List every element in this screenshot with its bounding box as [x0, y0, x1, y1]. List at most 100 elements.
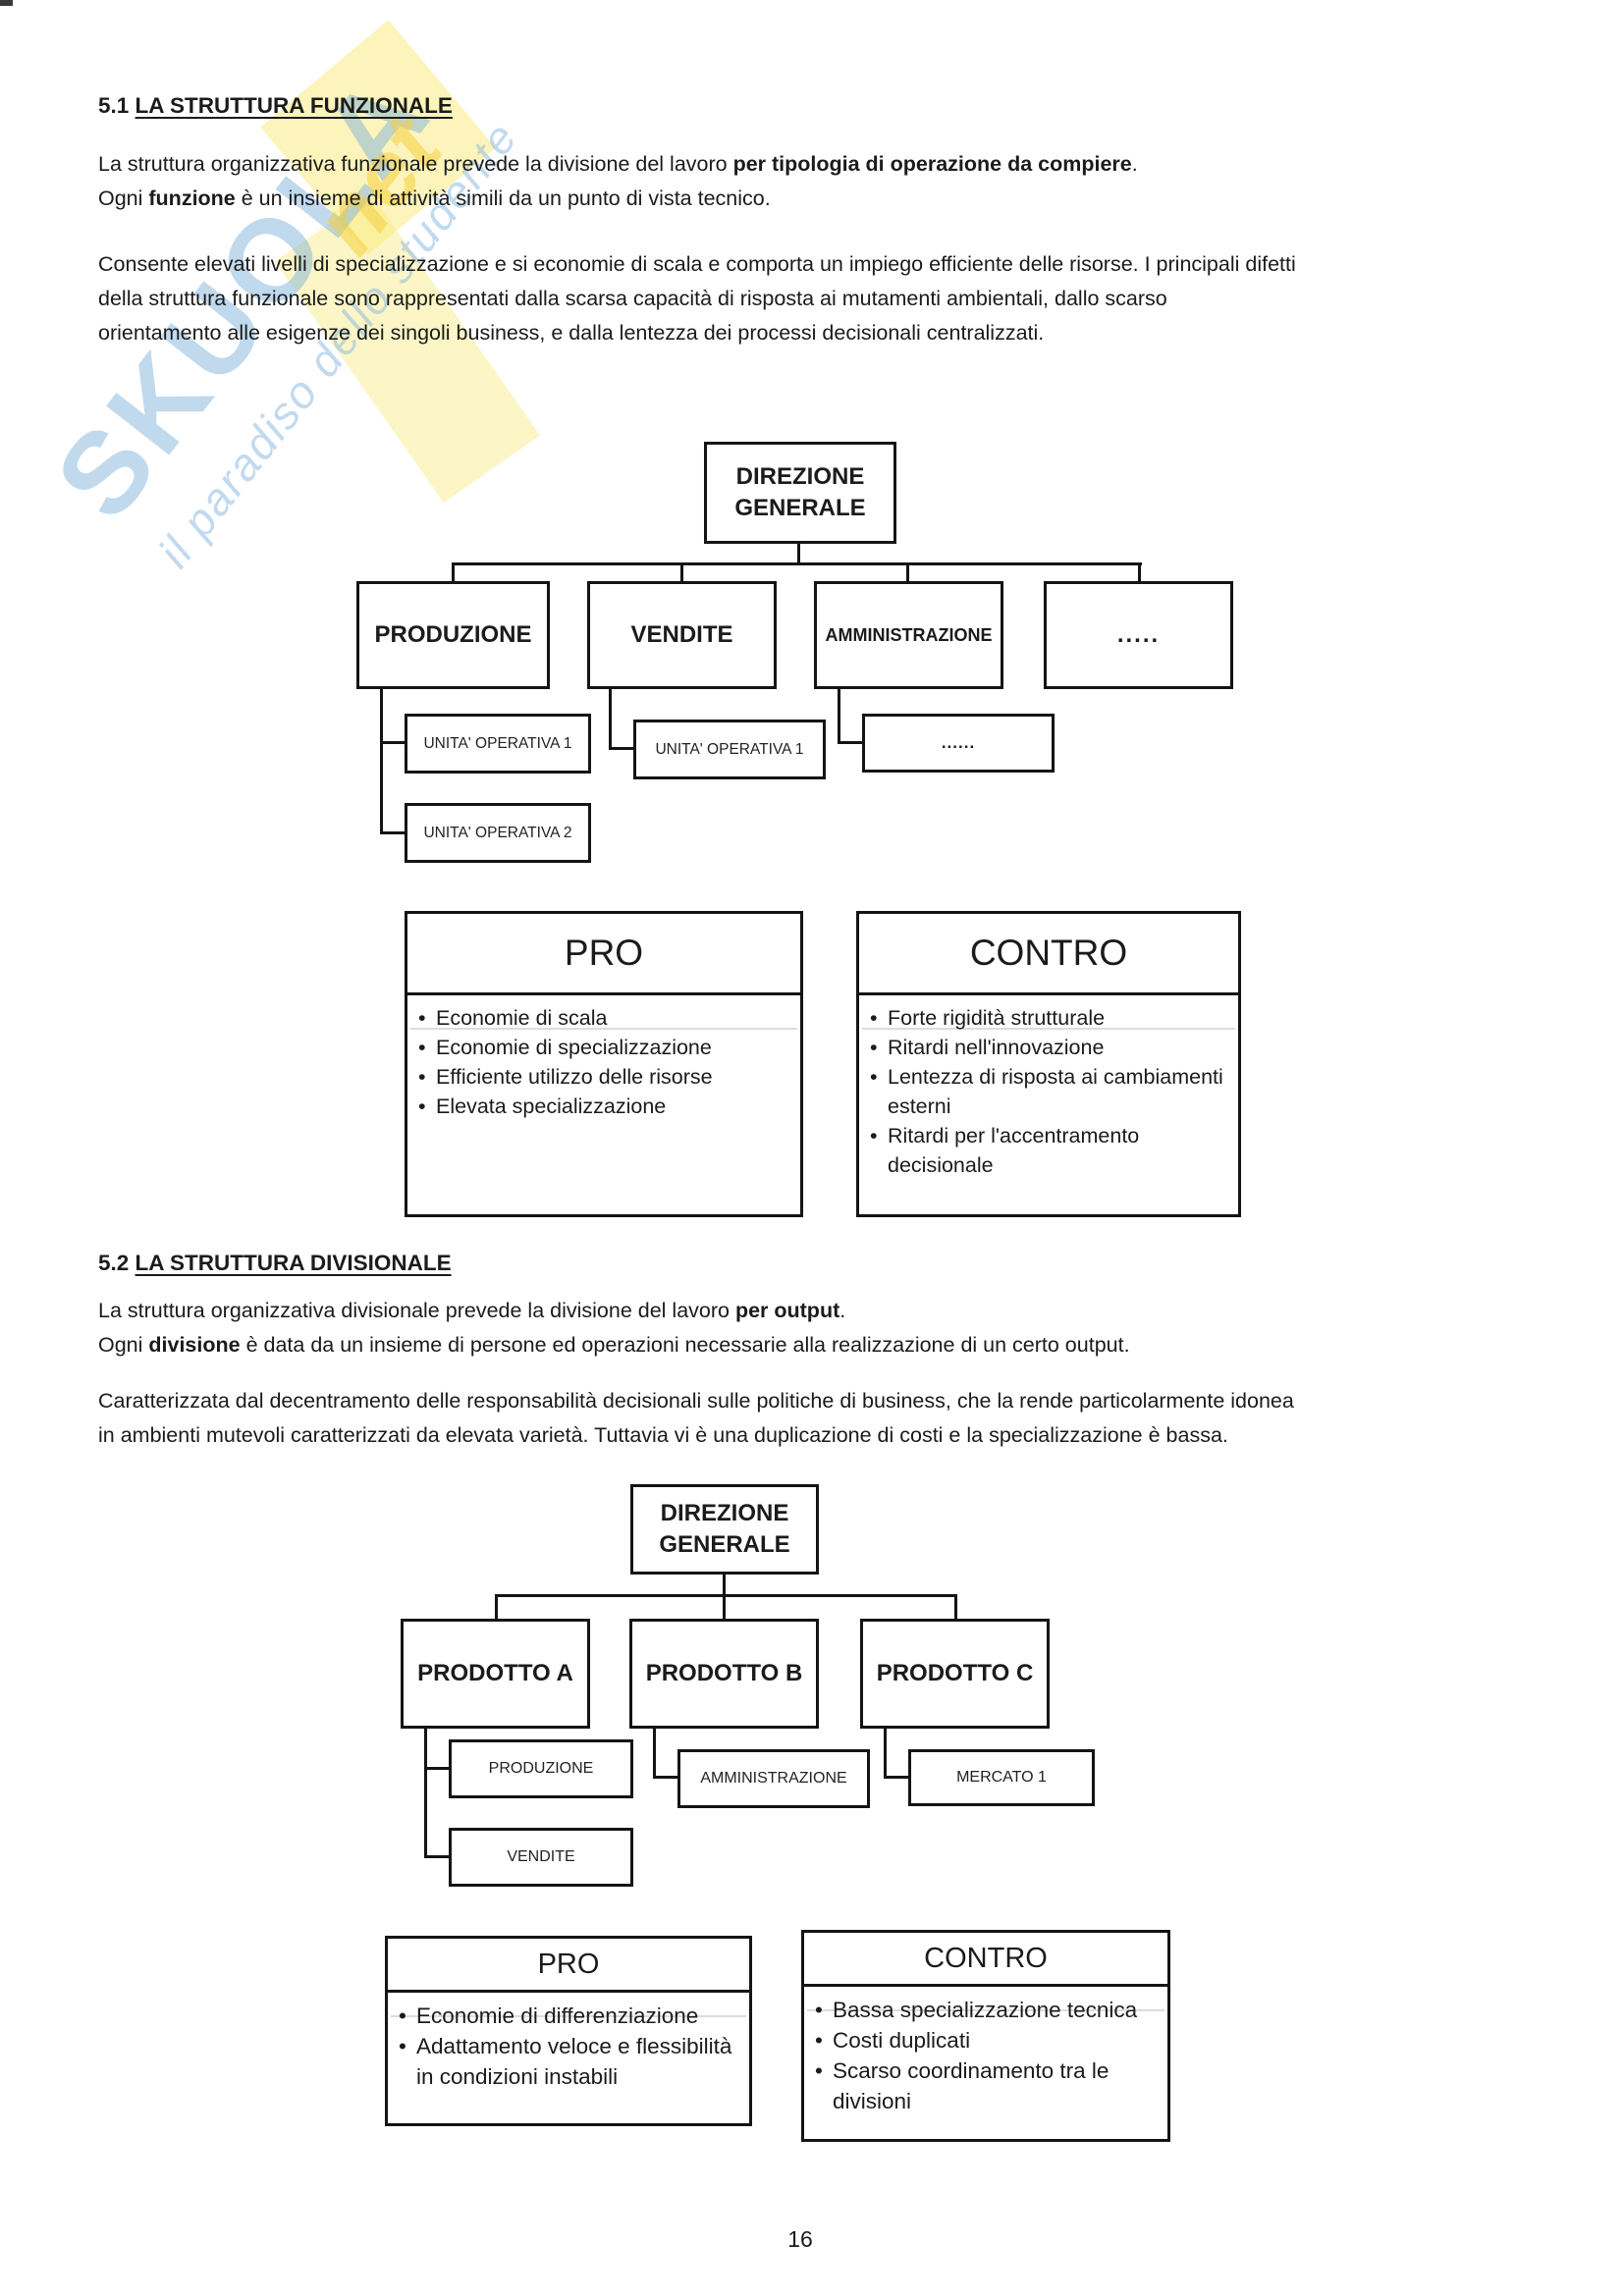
- section-5-1-intro-paragraph: La struttura organizzativa funzionale pr…: [98, 147, 1473, 216]
- org-box-label: DIREZIONE GENERALE: [659, 1499, 790, 1558]
- connector-line: [495, 1594, 498, 1622]
- text-segment: è data da un insieme di persone ed opera…: [240, 1333, 1130, 1357]
- text-segment: della struttura funzionale sono rapprese…: [98, 287, 1167, 310]
- section-5-1-heading: 5.1 LA STRUTTURA FUNZIONALE: [98, 93, 453, 119]
- org-box-mercato-1: MERCATO 1: [908, 1749, 1095, 1806]
- text-segment: orientamento alle esigenze dei singoli b…: [98, 321, 1045, 345]
- bullet-item: Economie di specializzazione: [418, 1033, 792, 1062]
- connector-line: [424, 1855, 449, 1858]
- bullet-item: Economie di differenziazione: [399, 2001, 741, 2031]
- org-box-prodotto-b: PRODOTTO B: [629, 1619, 819, 1729]
- pro-box-title: PRO: [407, 914, 800, 995]
- org-box-prodotto-a: PRODOTTO A: [401, 1619, 590, 1729]
- bold-text-segment: divisione: [148, 1333, 241, 1357]
- connector-line: [797, 542, 800, 565]
- bullet-item: Costi duplicati: [815, 2025, 1160, 2056]
- bullet-item: Bassa specializzazione tecnica: [815, 1995, 1160, 2025]
- paragraph-line: Ogni divisione è data da un insieme di p…: [98, 1328, 1473, 1362]
- text-segment: Ogni: [98, 187, 149, 210]
- connector-line: [424, 1767, 449, 1770]
- connector-line: [424, 1727, 427, 1858]
- bullet-item: Ritardi nell'innovazione: [870, 1033, 1230, 1062]
- text-segment: La struttura organizzativa divisionale p…: [98, 1299, 735, 1322]
- connector-line: [609, 747, 633, 750]
- connector-line: [495, 1594, 957, 1597]
- text-segment: La struttura organizzativa funzionale pr…: [98, 152, 733, 176]
- org-box-label: MERCATO 1: [956, 1769, 1047, 1786]
- connector-line: [838, 687, 840, 744]
- org-box-label: UNITA' OPERATIVA 1: [655, 740, 804, 758]
- bullet-item: Efficiente utilizzo delle risorse: [418, 1062, 792, 1092]
- org-box-produzione: PRODUZIONE: [356, 581, 550, 689]
- pro-list: Economie di differenziazioneAdattamento …: [388, 1993, 749, 2092]
- pro-list: Economie di scalaEconomie di specializza…: [407, 995, 800, 1121]
- section-5-2-intro-paragraph: La struttura organizzativa divisionale p…: [98, 1294, 1473, 1362]
- org-box-label: ......: [941, 733, 976, 752]
- org-box-ellipsis-amministrazione: ......: [862, 714, 1055, 773]
- org-box-label: VENDITE: [507, 1848, 575, 1865]
- org-box-produzione-divisione: PRODUZIONE: [449, 1739, 633, 1798]
- org-box-label: UNITA' OPERATIVA 2: [423, 824, 572, 841]
- org-box-label: PRODOTTO A: [417, 1660, 573, 1686]
- org-box-label: PRODOTTO B: [645, 1660, 803, 1686]
- bold-text-segment: per output: [734, 1299, 840, 1322]
- section-5-2-heading: 5.2 LA STRUTTURA DIVISIONALE: [98, 1251, 452, 1276]
- bullet-item: Forte rigidità strutturale: [870, 1003, 1230, 1033]
- bullet-item: Adattamento veloce e flessibilità in con…: [399, 2031, 741, 2092]
- connector-line: [884, 1776, 908, 1779]
- bold-text-segment: funzione: [148, 187, 236, 210]
- section-5-1-detail-paragraph: Consente elevati livelli di specializzaz…: [98, 247, 1473, 350]
- bullet-item: Lentezza di risposta ai cambiamenti este…: [870, 1062, 1230, 1121]
- text-segment: in ambienti mutevoli caratterizzati da e…: [98, 1423, 1228, 1447]
- paragraph-line: Ogni funzione è un insieme di attività s…: [98, 182, 1473, 216]
- org-box-unita-operativa-1-vendite: UNITA' OPERATIVA 1: [633, 720, 826, 779]
- paragraph-line: orientamento alle esigenze dei singoli b…: [98, 316, 1473, 350]
- org-box-direzione-generale: DIREZIONE GENERALE: [704, 442, 896, 544]
- connector-line: [680, 562, 683, 584]
- connector-line: [452, 562, 1142, 565]
- connector-line: [653, 1776, 677, 1779]
- org-box-label: PRODUZIONE: [488, 1760, 594, 1777]
- contro-list: Bassa specializzazione tecnicaCosti dupl…: [804, 1987, 1167, 2116]
- connector-line: [653, 1727, 656, 1779]
- section-title: LA STRUTTURA DIVISIONALE: [135, 1251, 452, 1275]
- contro-box-title: CONTRO: [804, 1933, 1167, 1987]
- bold-text-segment: per tipologia di operazione da compiere: [732, 152, 1132, 176]
- bullet-item: Elevata specializzazione: [418, 1092, 792, 1121]
- org-box-label: DIREZIONE GENERALE: [734, 462, 866, 521]
- text-segment: .: [839, 1299, 846, 1322]
- bullet-item: Economie di scala: [418, 1003, 792, 1033]
- connector-line: [380, 687, 383, 834]
- org-box-label: VENDITE: [630, 621, 733, 648]
- section-number: 5.1: [98, 93, 130, 118]
- org-box-ellipsis: .....: [1044, 581, 1233, 689]
- bullet-item: Scarso coordinamento tra le divisioni: [815, 2056, 1160, 2116]
- org-box-direzione-generale-2: DIREZIONE GENERALE: [630, 1484, 819, 1575]
- contro-list: Forte rigidità strutturaleRitardi nell'i…: [859, 995, 1238, 1180]
- org-box-label: AMMINISTRAZIONE: [825, 624, 993, 645]
- connector-line: [838, 741, 862, 744]
- pro-box-functional: PRO Economie di scalaEconomie di special…: [405, 911, 803, 1217]
- contro-box-title: CONTRO: [859, 914, 1238, 995]
- org-box-amministrazione-divisione: AMMINISTRAZIONE: [677, 1749, 870, 1808]
- org-box-label: .....: [1116, 621, 1161, 648]
- connector-line: [452, 562, 455, 584]
- section-number: 5.2: [98, 1251, 130, 1275]
- pro-box-divisional: PRO Economie di differenziazioneAdattame…: [385, 1936, 752, 2126]
- org-box-label: AMMINISTRAZIONE: [700, 1770, 847, 1787]
- connector-line: [906, 562, 909, 584]
- connector-line: [380, 831, 405, 834]
- text-segment: .: [1131, 152, 1138, 176]
- connector-line: [609, 687, 612, 750]
- org-box-prodotto-c: PRODOTTO C: [860, 1619, 1050, 1729]
- org-box-unita-operativa-2-produzione: UNITA' OPERATIVA 2: [405, 803, 591, 863]
- scan-corner-artifact: [0, 0, 13, 6]
- page-number: 16: [787, 2226, 813, 2252]
- org-box-label: UNITA' OPERATIVA 1: [423, 734, 572, 752]
- paragraph-line: in ambienti mutevoli caratterizzati da e…: [98, 1418, 1473, 1453]
- org-box-label: PRODOTTO C: [876, 1660, 1034, 1686]
- connector-line: [884, 1727, 887, 1779]
- connector-line: [954, 1594, 957, 1622]
- paragraph-line: della struttura funzionale sono rapprese…: [98, 282, 1473, 316]
